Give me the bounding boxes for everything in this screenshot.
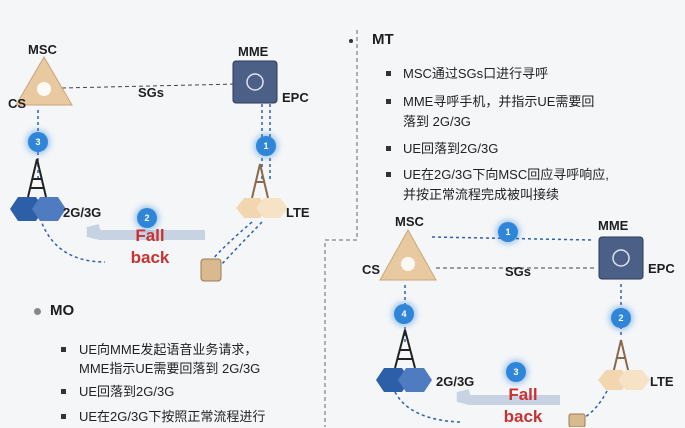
right-2g-to-ue-curve <box>394 391 461 423</box>
left-2g-tower-icon <box>27 158 47 198</box>
left-lte-tower-icon <box>251 163 269 199</box>
left-epc-label: EPC <box>282 90 309 105</box>
right-lte-label: LTE <box>650 374 674 389</box>
right-fallback-text: Fall back <box>498 384 548 428</box>
right-step-badge-3: 3 <box>506 362 526 382</box>
right-step-badge-2: 2 <box>611 308 631 328</box>
left-lte-hex-icon <box>236 198 288 218</box>
mo-bullet-2-line-1: UE回落到2G/3G <box>79 384 175 399</box>
right-ue-phone-icon <box>568 413 586 427</box>
left-fallback-line1: Fall <box>135 226 165 245</box>
right-epc-label: EPC <box>648 261 675 276</box>
left-2g3g-label: 2G/3G <box>63 205 102 220</box>
right-2g-tower-icon <box>394 329 416 369</box>
mo-bullet-1-line-1: UE向MME发起语音业务请求， <box>79 342 258 357</box>
left-sgs-line <box>61 83 239 89</box>
right-2g3g-label: 2G/3G <box>436 374 475 389</box>
right-step-badge-4: 4 <box>394 304 414 324</box>
left-fallback-arrow <box>86 224 205 240</box>
left-lte-to-ue-line-a <box>209 221 253 263</box>
mt-bullet-4-line-1: UE在2G/3G下向MSC回应寻呼响应, <box>403 167 609 182</box>
right-fallback-arrow <box>456 389 560 405</box>
left-lte-to-ue-line-b <box>219 221 263 267</box>
left-2g-hex-icon <box>10 197 66 221</box>
mt-bullet-3-line-1: UE回落到2G/3G <box>403 141 499 156</box>
right-mme-label: MME <box>598 218 629 233</box>
right-cs-label: CS <box>362 262 381 277</box>
right-sgs-label: SGs <box>505 264 532 279</box>
mt-bullet-1-line-1: MSC通过SGs口进行寻呼 <box>403 66 549 81</box>
mt-bullet-4-marker <box>386 172 391 177</box>
right-lte-hex-icon <box>598 370 650 390</box>
left-msc-label: MSC <box>28 42 57 57</box>
left-ue-phone-icon <box>200 258 222 282</box>
left-fallback-text: Fall back <box>126 225 174 269</box>
mt-heading-dot <box>349 39 353 43</box>
mt-bullet-2-line-1: MME寻呼手机，并指示UE需要回 <box>403 94 595 109</box>
mo-bullet-2-marker <box>61 389 66 394</box>
left-lte-label: LTE <box>286 205 310 220</box>
mo-bullet-1-marker <box>61 347 66 352</box>
left-2g-to-ue-curve <box>39 217 106 263</box>
right-fallback-line1: Fall <box>508 385 538 404</box>
right-msc-triangle-icon <box>379 228 437 281</box>
right-msc-label: MSC <box>395 214 424 229</box>
right-fallback-line2: back <box>503 407 543 426</box>
left-fallback-line2: back <box>130 248 170 267</box>
mo-bullet-1-line-2: MME指示UE需要回落到 2G/3G <box>79 361 261 376</box>
left-sgs-label: SGs <box>138 85 165 100</box>
right-step-badge-1: 1 <box>498 222 518 242</box>
vertical-divider <box>324 30 358 427</box>
left-step-badge-2: 2 <box>137 208 157 228</box>
left-step-badge-3: 3 <box>28 132 48 152</box>
mt-bullet-2-line-2: 落到 2G/3G <box>403 114 471 129</box>
right-lte-tower-icon <box>612 339 630 375</box>
left-mme-label: MME <box>238 44 269 59</box>
left-step-badge-1: 1 <box>256 136 276 156</box>
mo-heading-dot <box>34 308 41 315</box>
mt-bullet-1-marker <box>386 71 391 76</box>
mo-bullet-3-marker <box>61 414 66 419</box>
mt-bullet-4-line-2: 并按正常流程完成被叫接续 <box>403 187 560 202</box>
mt-bullet-3-marker <box>386 146 391 151</box>
mo-title: MO <box>50 302 75 319</box>
left-msc-triangle-icon <box>15 56 73 106</box>
right-mme-box-icon <box>598 236 644 280</box>
left-mme-box-icon <box>232 60 278 104</box>
right-2g-hex-icon <box>376 368 432 392</box>
mt-bullet-2-marker <box>386 99 391 104</box>
left-cs-label: CS <box>8 96 27 111</box>
mt-title: MT <box>372 31 394 48</box>
mo-bullet-3-line-1: UE在2G/3G下按照正常流程进行 <box>79 409 266 424</box>
